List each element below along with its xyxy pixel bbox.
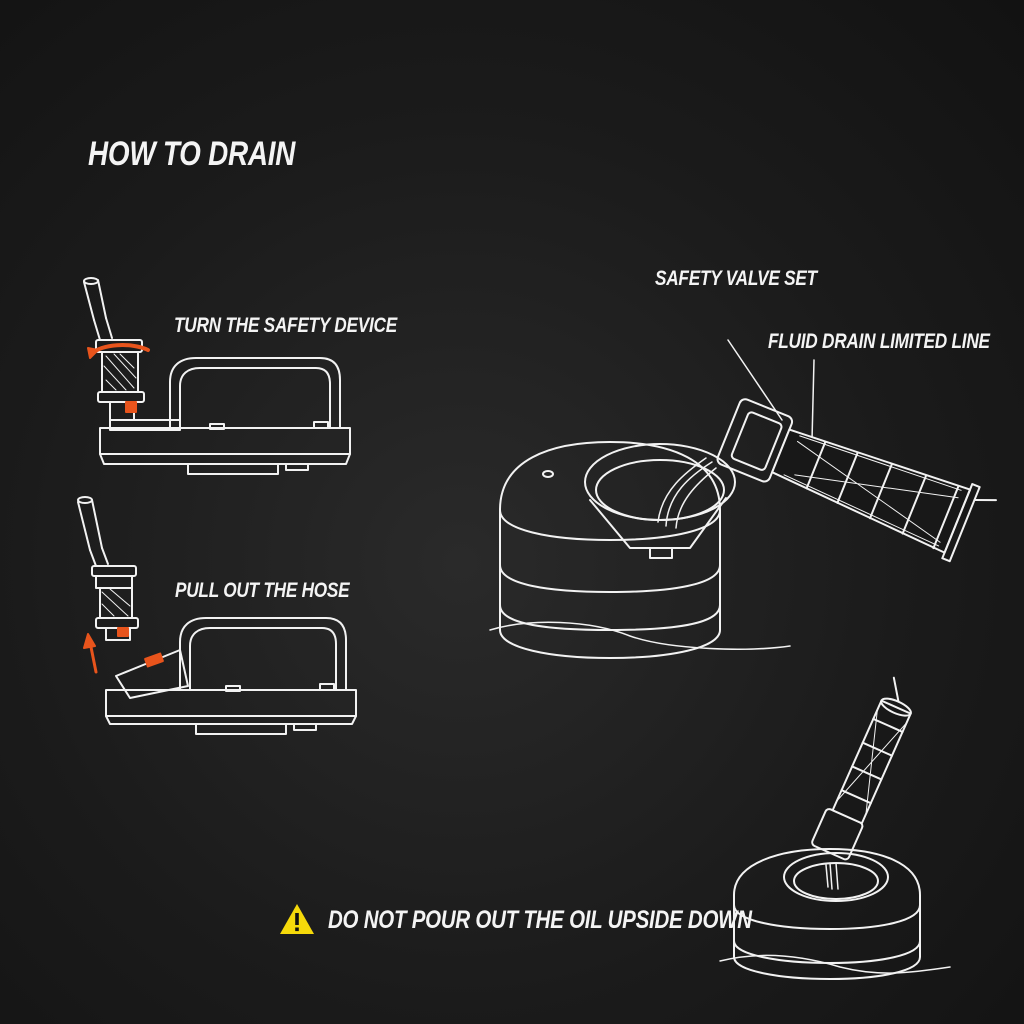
warning-text: DO NOT POUR OUT THE OIL UPSIDE DOWN — [328, 906, 752, 934]
step-label-turn-safety-device: TURN THE SAFETY DEVICE — [174, 314, 397, 337]
step1-illustration — [83, 277, 351, 475]
callout-safety-valve-set: SAFETY VALVE SET — [655, 267, 817, 290]
page-title: HOW TO DRAIN — [88, 135, 296, 173]
warning-triangle-icon — [280, 904, 314, 934]
upside-down-drum-illustration — [719, 676, 951, 980]
callout-fluid-drain-limited-line: FLUID DRAIN LIMITED LINE — [768, 330, 990, 353]
step-label-pull-out-hose: PULL OUT THE HOSE — [175, 579, 350, 602]
drain-into-drum-illustration — [489, 339, 997, 659]
step2-illustration — [77, 496, 357, 735]
